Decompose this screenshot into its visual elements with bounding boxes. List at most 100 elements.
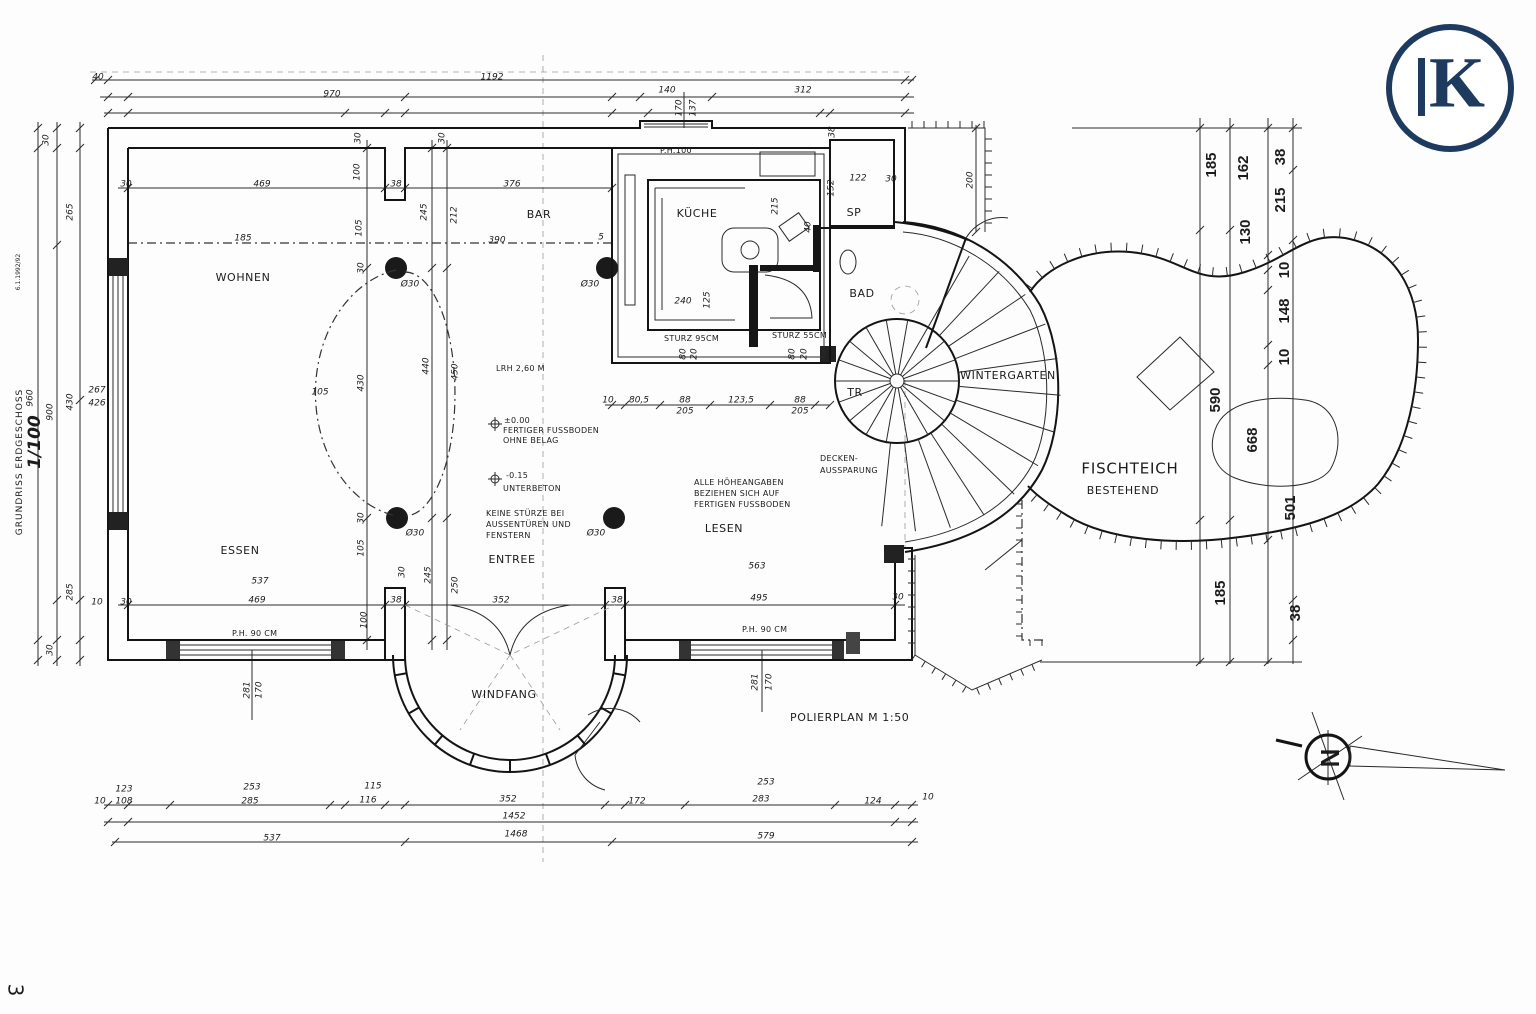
- dimension-tick: [1288, 235, 1298, 245]
- dimension-tick: [52, 635, 62, 645]
- room-label-bar: BAR: [527, 208, 552, 221]
- dimension-tick: [815, 108, 825, 118]
- dimension-tick: [1263, 123, 1273, 133]
- dimension-tick: [33, 143, 43, 153]
- dimension-label: 579: [757, 832, 774, 842]
- stair-landing-line: [954, 323, 1046, 360]
- note-level-zero-line1: FERTIGER FUSSBODEN: [503, 426, 599, 435]
- stair-tread: [885, 319, 897, 375]
- note-decken-line2: AUSSPARUNG: [820, 466, 878, 475]
- dimension-label: 205: [791, 407, 808, 417]
- dimension-tick: [655, 400, 665, 410]
- window-left: [112, 276, 124, 512]
- dimension-label: 352: [499, 795, 516, 805]
- stair-tread: [903, 359, 956, 380]
- dimension-tick: [635, 92, 645, 102]
- dimension-label: 501: [1282, 495, 1299, 520]
- dimension-tick: [103, 817, 113, 827]
- service-wall-horizontal: [760, 265, 820, 271]
- dimension-tick: [427, 513, 437, 523]
- room-label-entree: ENTREE: [488, 553, 535, 566]
- pond-stones: [1024, 228, 1427, 550]
- dimension-tick: [340, 108, 350, 118]
- dimension-label: 172: [628, 797, 645, 807]
- dimension-label: 30: [354, 132, 364, 144]
- dimension-label: 253: [757, 778, 774, 788]
- terrace-bottom-dashed: [1021, 500, 1046, 641]
- pond-stone: [1323, 518, 1328, 528]
- dimension-tick: [1263, 250, 1273, 260]
- dimension-label: 352: [492, 596, 509, 606]
- dimension-label: 38: [828, 126, 838, 138]
- stair-landing-line: [917, 439, 951, 528]
- dimension-label: 426: [88, 399, 105, 409]
- dimension-tick: [1263, 265, 1273, 275]
- north-arrow-pointer: [1349, 745, 1506, 771]
- dimension-tick: [103, 92, 113, 102]
- room-label-wintergarten: WINTERGARTEN: [960, 369, 1056, 382]
- pond-island: [1211, 397, 1339, 487]
- pond-stone: [1239, 264, 1243, 274]
- dimension-label: 80: [788, 348, 798, 360]
- column-1: [385, 257, 407, 279]
- dimension-label: 430: [357, 374, 367, 391]
- pond-stone: [1408, 420, 1417, 425]
- stair-tread: [900, 327, 929, 376]
- dimension-tick: [907, 75, 917, 85]
- dimension-label: 10: [94, 797, 106, 807]
- dimension-tick: [900, 108, 910, 118]
- windfang: [392, 604, 641, 791]
- dimension-tick: [103, 108, 113, 118]
- dimension-label: 253: [243, 783, 260, 793]
- dimension-label: 140: [658, 86, 675, 96]
- dimension-tick: [643, 108, 653, 118]
- dimension-tick: [890, 800, 900, 810]
- stair-landing-line: [958, 385, 1061, 396]
- terrace-tooth: [941, 673, 947, 681]
- dimension-label: 122: [849, 174, 866, 184]
- dimension-tick: [362, 263, 372, 273]
- dimension-label: 1468: [505, 830, 528, 840]
- dimension-label: 267: [88, 386, 105, 396]
- note-stuerze-line2: AUSSENTÜREN UND: [486, 519, 571, 529]
- kitchen-counter-curve: [764, 274, 813, 319]
- dimension-label: 200: [966, 171, 976, 188]
- windfang-mullion: [576, 734, 586, 746]
- wall-segment-entrance: [345, 639, 640, 661]
- dimension-tick: [1288, 595, 1298, 605]
- door-swing-lines: [404, 604, 616, 731]
- dimension-label: 440: [422, 357, 432, 374]
- stair-tread: [897, 387, 909, 443]
- kitchen-block-outer: [611, 147, 831, 364]
- page-number: 3: [4, 984, 28, 997]
- pond-stone: [1099, 530, 1103, 540]
- dimension-tick: [427, 263, 437, 273]
- dimension-tick: [427, 635, 437, 645]
- dimension-tick: [705, 400, 715, 410]
- dimension-tick: [400, 800, 410, 810]
- dimension-tick: [907, 837, 917, 847]
- terrace-tooth: [962, 686, 967, 693]
- dimension-tick: [75, 143, 85, 153]
- dimension-tick: [1225, 123, 1235, 133]
- level-markers: [488, 417, 502, 486]
- dimension-tick: [1263, 285, 1273, 295]
- wall-pier-kitchen: [820, 346, 836, 362]
- room-label-wohnen: WOHNEN: [216, 271, 271, 284]
- dimension-label: Ø30: [400, 279, 420, 290]
- stair-landing-line: [958, 357, 1058, 373]
- dimension-label: 283: [752, 795, 769, 805]
- pond-stone: [1225, 267, 1228, 277]
- dimension-label: 212: [450, 206, 460, 223]
- wintergarten-door-swing: [965, 217, 1009, 239]
- stair-tread: [902, 385, 945, 422]
- dimension-label: 10: [602, 396, 614, 406]
- pond-stone: [1140, 244, 1144, 254]
- title-block: POLIERPLAN M 1:50 GRUNDRISS ERDGESCHOSS …: [4, 254, 909, 997]
- dimension-tick: [52, 595, 62, 605]
- pond-stone: [1063, 253, 1069, 263]
- dimension-label: 185: [234, 234, 251, 244]
- dimension-label: 30: [438, 132, 448, 144]
- pond-diamond-platform: [1136, 336, 1215, 411]
